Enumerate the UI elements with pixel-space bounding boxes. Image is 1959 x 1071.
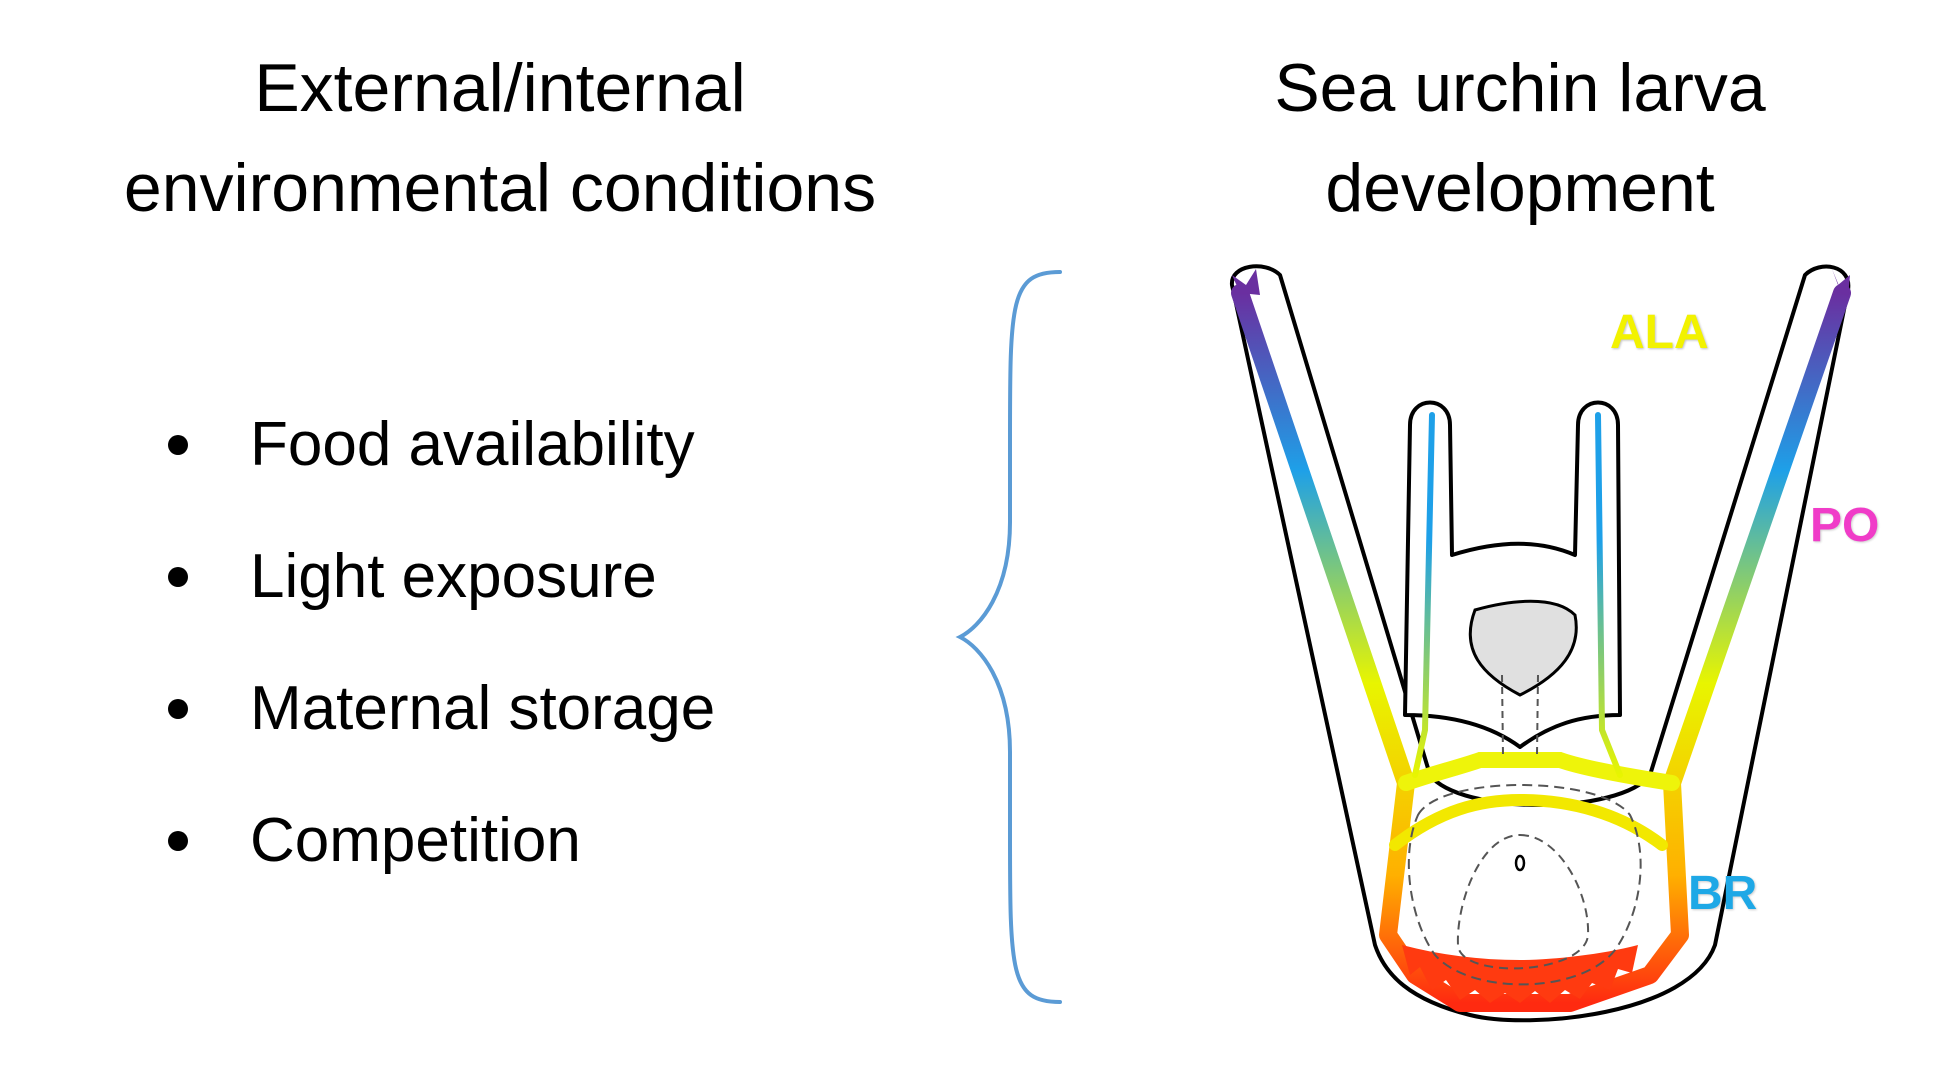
bullet-icon [168, 435, 188, 455]
factor-food-availability: Food availability [250, 410, 695, 479]
label-ala: ALA [1610, 306, 1709, 359]
factor-maternal-storage: Maternal storage [250, 674, 716, 743]
mouth-shape [1468, 599, 1578, 697]
oral-hood-outline [1403, 400, 1622, 749]
intestine-outline [1456, 833, 1590, 970]
skeletal-rods [1231, 269, 1851, 1012]
factor-competition: Competition [250, 806, 581, 875]
larva-illustration [1230, 264, 1851, 1023]
larva-heading: Sea urchin larva development [1180, 38, 1860, 238]
factor-light-exposure: Light exposure [250, 542, 657, 611]
brace-path [955, 270, 1062, 1004]
environment-heading-line2: environmental conditions [123, 150, 877, 226]
curly-brace-icon [955, 270, 1062, 1004]
larva-heading-line1: Sea urchin larva [1274, 50, 1766, 126]
anus-shape [1514, 854, 1526, 872]
bullet-icon [168, 567, 188, 587]
label-br: BR [1688, 867, 1758, 920]
stomach-outline [1407, 784, 1642, 986]
bullet-icon [168, 699, 188, 719]
bullet-icon [168, 831, 188, 851]
label-po: PO [1810, 499, 1880, 552]
larva-heading-line2: development [1325, 150, 1715, 226]
environment-heading: External/internal environmental conditio… [40, 38, 960, 238]
environment-heading-line1: External/internal [254, 50, 746, 126]
